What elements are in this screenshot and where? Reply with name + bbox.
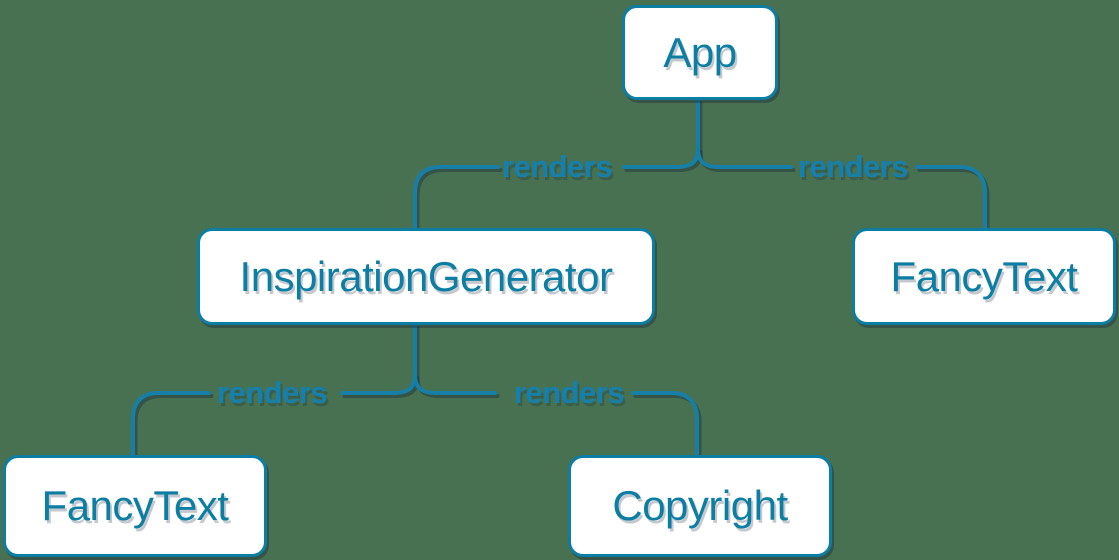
node-fancy-text-top: FancyText (852, 228, 1116, 325)
node-inspiration-generator: InspirationGenerator (197, 228, 655, 325)
edge-label-renders-inspirationgenerator-copyright: renders (513, 375, 625, 410)
edge-label-renders-app-inspirationgenerator: renders (501, 149, 613, 184)
edge-label-renders-app-fancytext: renders (797, 149, 909, 184)
node-fancy-text-bottom: FancyText (3, 455, 267, 557)
edge-label-renders-inspirationgenerator-fancytext: renders (216, 375, 328, 410)
node-app: App (622, 5, 778, 100)
node-copyright: Copyright (568, 455, 832, 557)
